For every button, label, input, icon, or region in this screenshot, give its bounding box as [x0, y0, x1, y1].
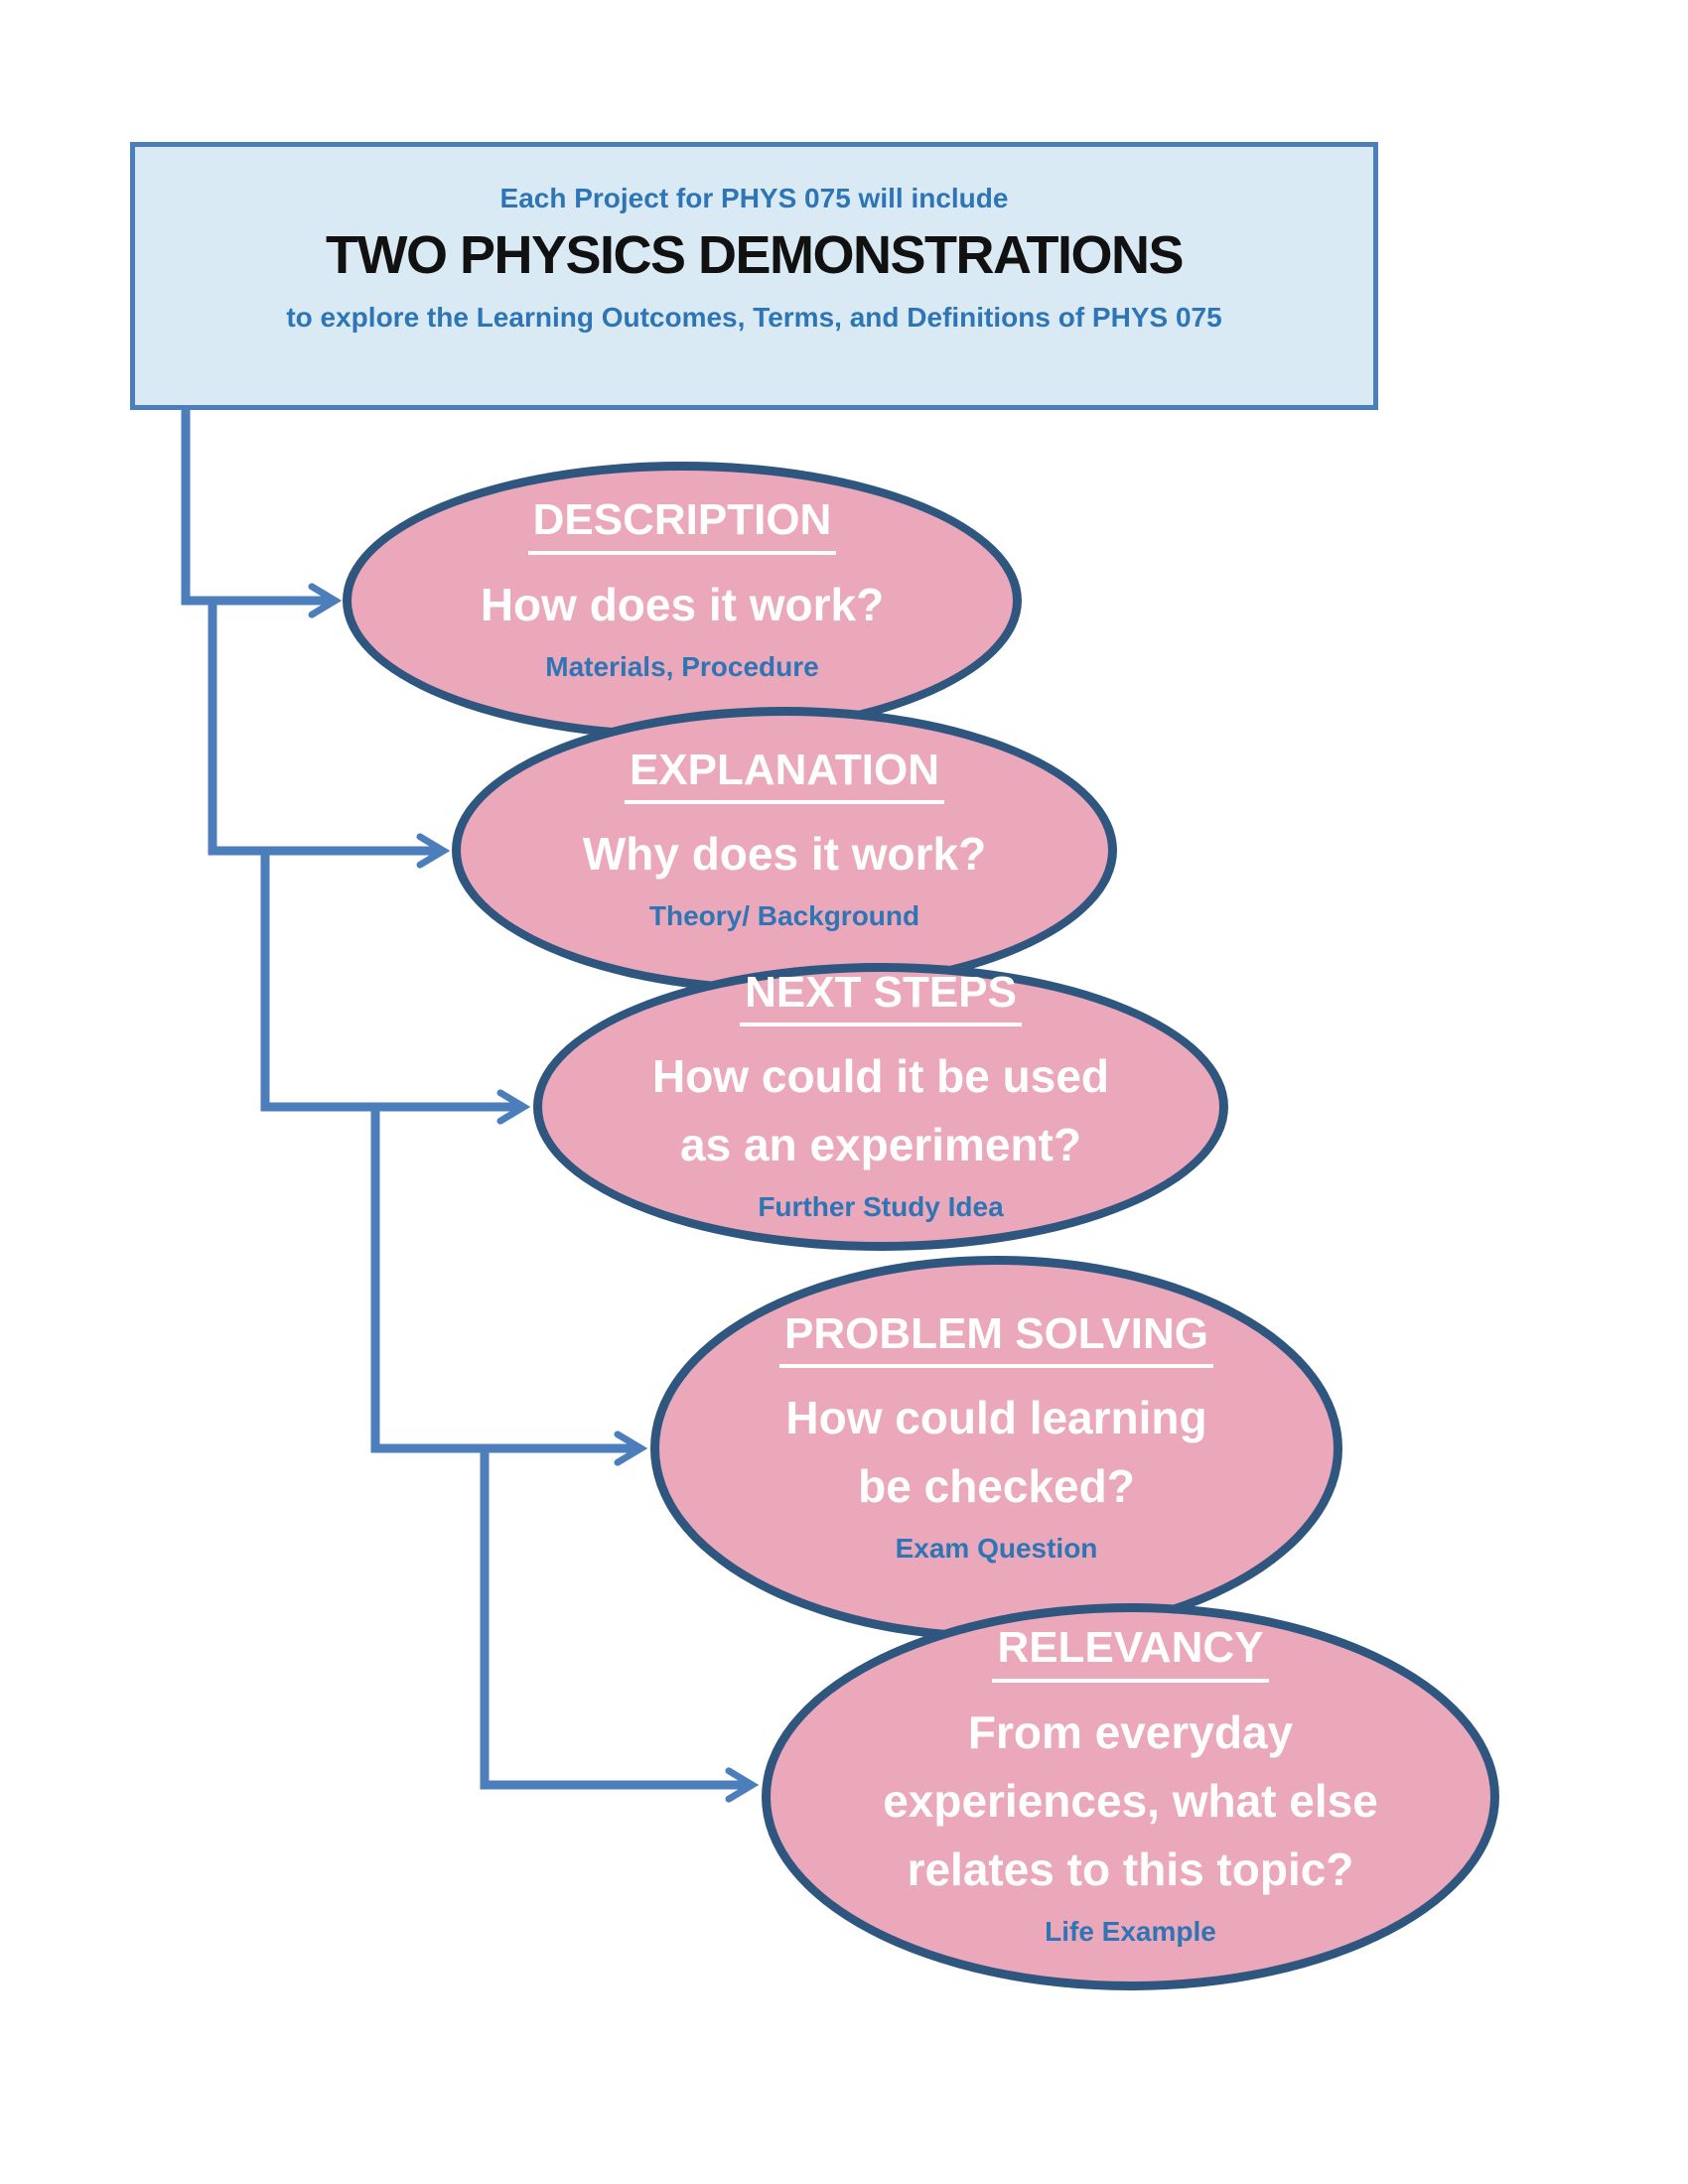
ellipse-description-subtext: Materials, Procedure: [545, 650, 819, 682]
ellipse-description: DESCRIPTION How does it work? Materials,…: [343, 462, 1022, 740]
header-box: Each Project for PHYS 075 will include T…: [130, 142, 1378, 410]
ellipse-problem-solving-subtext: Exam Question: [895, 1533, 1098, 1565]
question-line: How could it be used: [651, 1050, 1110, 1103]
ellipse-relevancy-question: From everyday experiences, what else rel…: [883, 1699, 1378, 1904]
ellipse-explanation-question: Why does it work?: [583, 820, 986, 888]
question-line: as an experiment?: [680, 1119, 1081, 1171]
ellipse-problem-solving-title: PROBLEM SOLVING: [779, 1310, 1213, 1369]
header-title-text: TWO PHYSICS DEMONSTRATIONS: [325, 225, 1185, 285]
ellipse-next-steps-subtext: Further Study Idea: [758, 1191, 1004, 1223]
ellipse-problem-solving-question: How could learning be checked?: [785, 1384, 1206, 1521]
arrow-to-explanation: [208, 601, 451, 869]
question-line: Why does it work?: [582, 828, 987, 881]
question-line: How does it work?: [480, 578, 885, 630]
arrow-to-relevancy: [480, 1448, 760, 1803]
question-line: relates to this topic?: [907, 1843, 1354, 1895]
ellipse-relevancy-title: RELEVANCY: [992, 1625, 1269, 1683]
ellipse-next-steps-title: NEXT STEPS: [740, 969, 1022, 1027]
arrow-to-problem-solving: [370, 1107, 648, 1466]
arrow-to-next-steps: [260, 851, 531, 1125]
header-subtitle-text: to explore the Learning Outcomes, Terms,…: [286, 302, 1222, 333]
ellipse-next-steps-question: How could it be used as an experiment?: [652, 1042, 1109, 1179]
ellipse-explanation-title: EXPLANATION: [624, 747, 945, 805]
question-line: be checked?: [858, 1460, 1135, 1513]
ellipse-relevancy: RELEVANCY From everyday experiences, wha…: [762, 1603, 1499, 1990]
header-intro-text: Each Project for PHYS 075 will include: [499, 183, 1009, 213]
ellipse-next-steps: NEXT STEPS How could it be used as an ex…: [533, 963, 1228, 1251]
question-line: From everyday: [967, 1706, 1294, 1758]
ellipse-problem-solving: PROBLEM SOLVING How could learning be ch…: [650, 1256, 1342, 1641]
arrow-to-description: [181, 407, 343, 618]
ellipse-explanation: EXPLANATION Why does it work? Theory/ Ba…: [452, 707, 1117, 994]
ellipse-description-title: DESCRIPTION: [527, 497, 837, 555]
ellipse-relevancy-subtext: Life Example: [1045, 1915, 1216, 1947]
ellipse-description-question: How does it work?: [481, 571, 884, 639]
question-line: experiences, what else: [883, 1774, 1378, 1827]
ellipse-explanation-subtext: Theory/ Background: [648, 900, 920, 932]
question-line: How could learning: [785, 1392, 1207, 1444]
